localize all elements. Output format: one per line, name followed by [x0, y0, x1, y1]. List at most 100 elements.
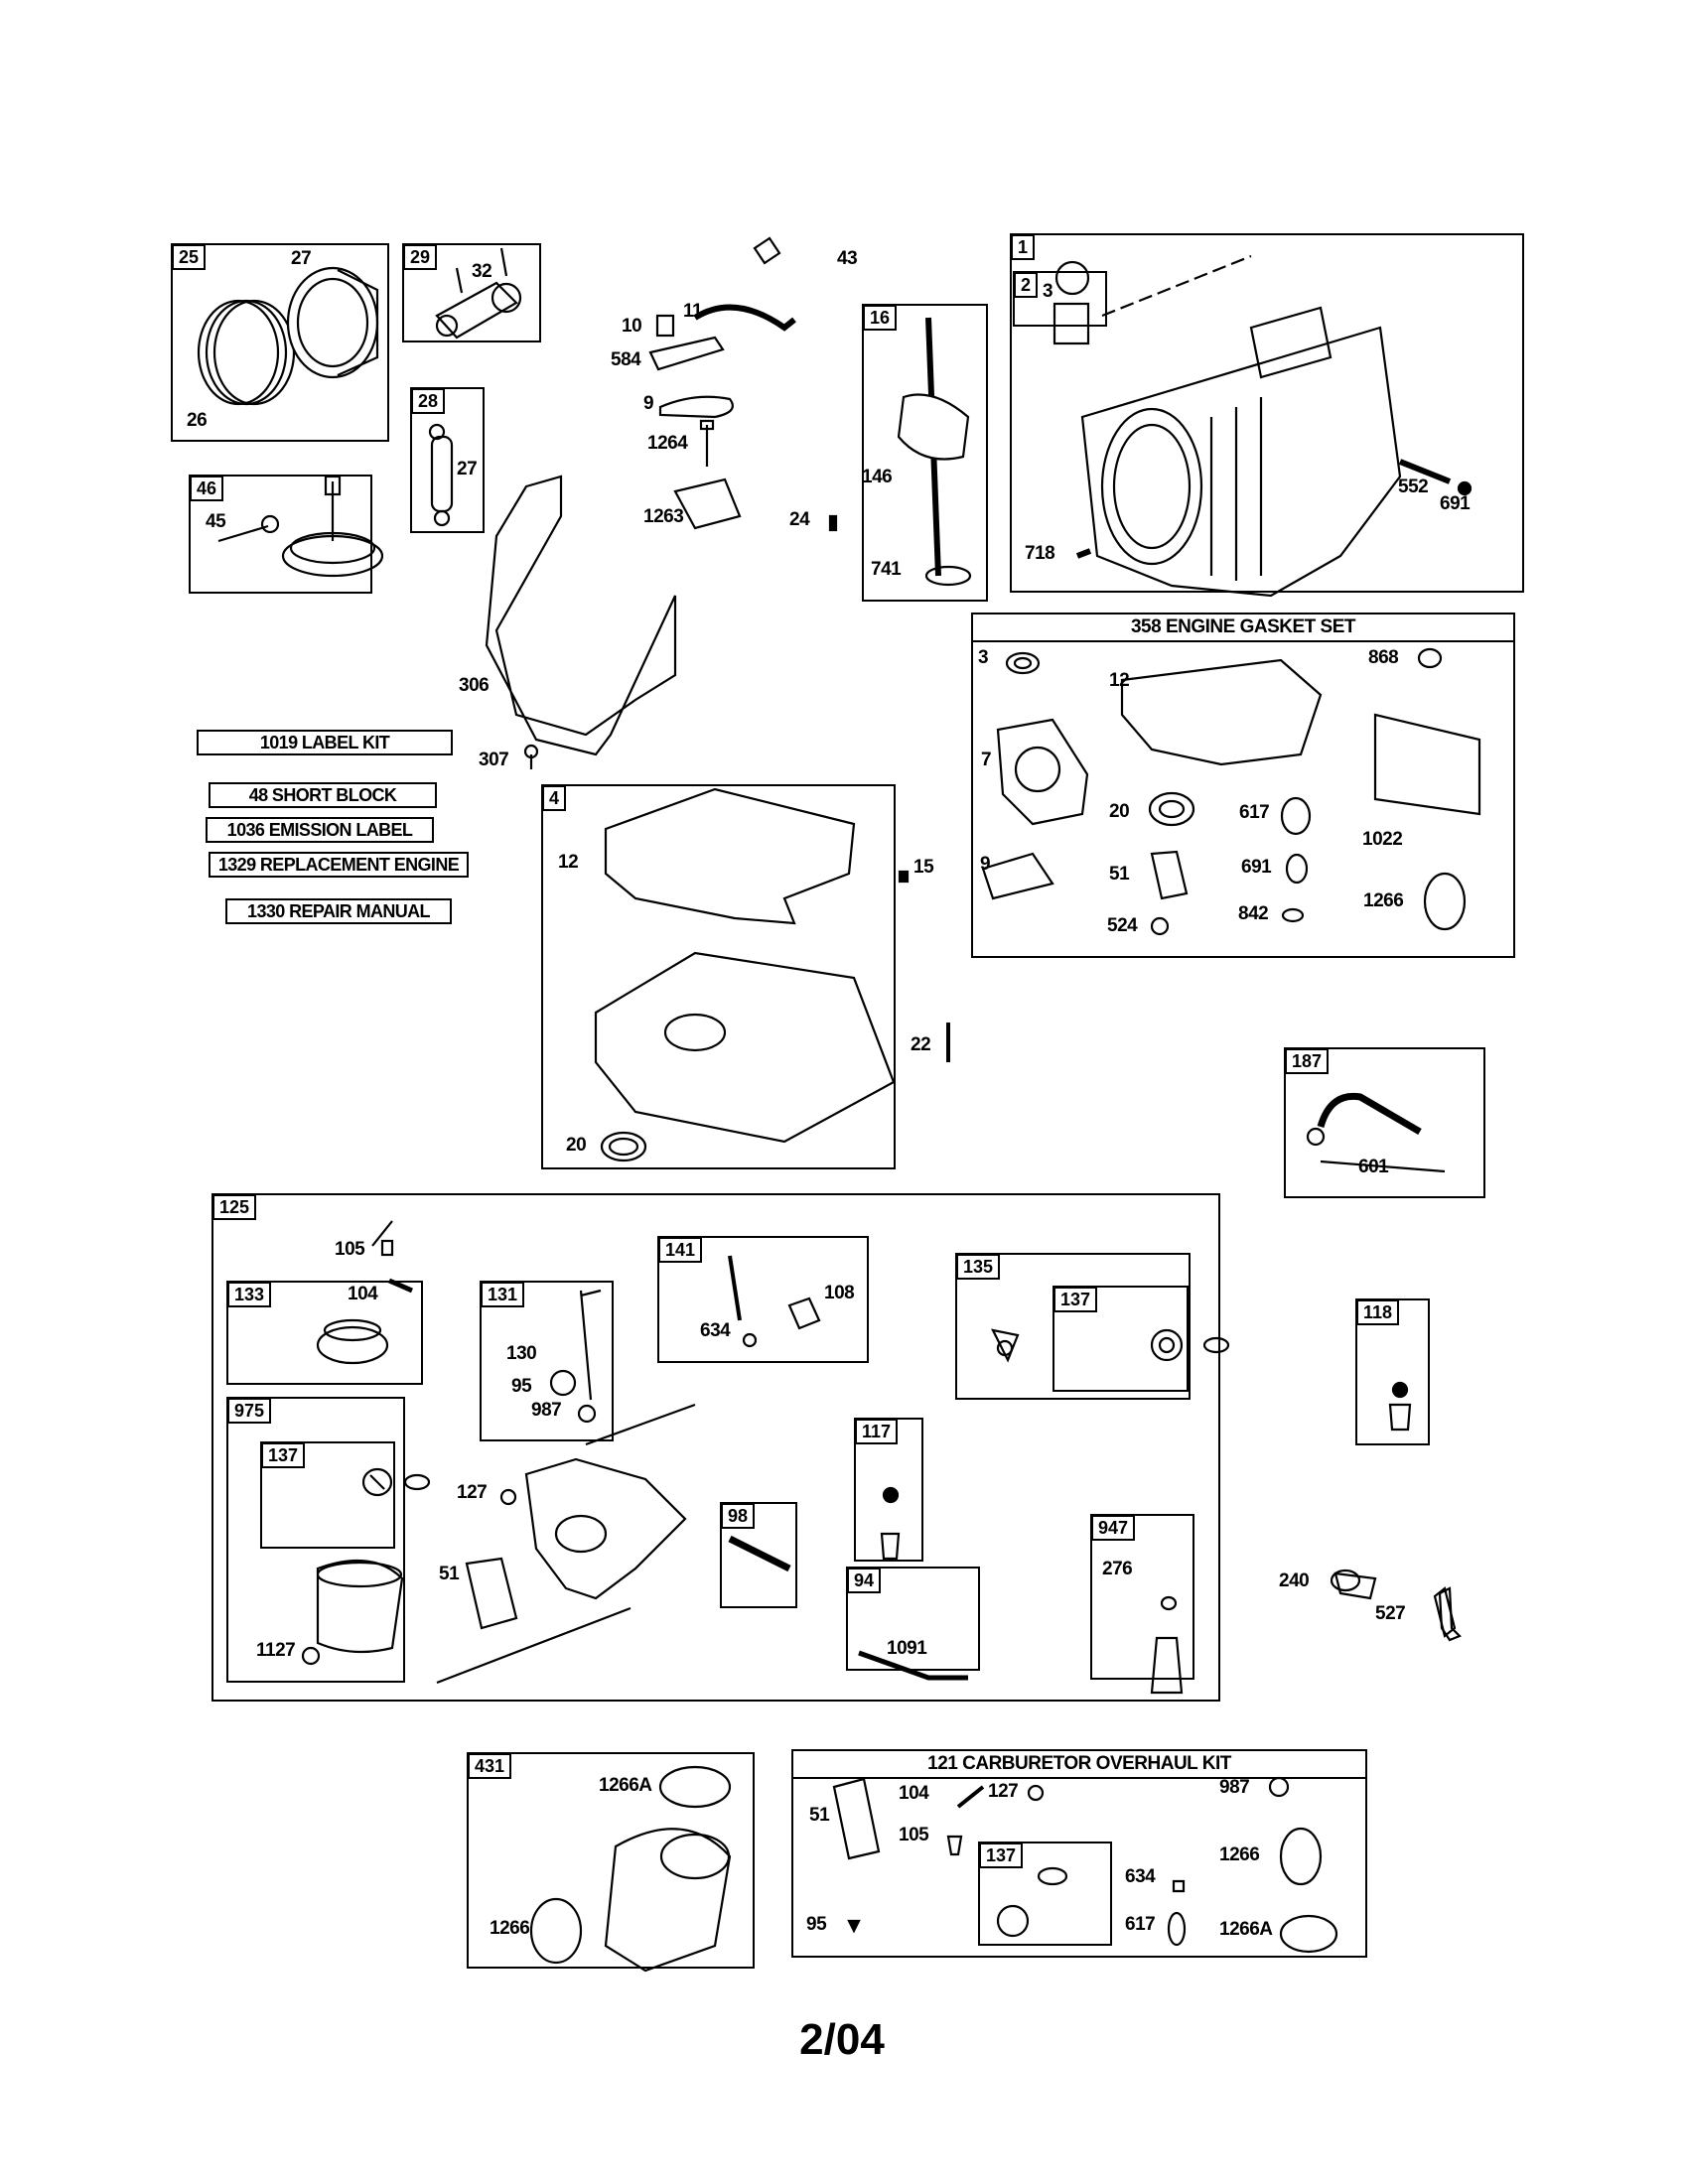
part-label: 105 [335, 1239, 365, 1260]
part-label: 634 [1125, 1866, 1156, 1887]
part-label: 127 [457, 1482, 488, 1503]
part-label: 691 [1241, 857, 1272, 878]
part-label: 1266 [1363, 890, 1404, 911]
part-label: 987 [531, 1400, 562, 1421]
box-tag: 947 [1091, 1515, 1136, 1541]
box-tag: 975 [227, 1398, 272, 1424]
box-tag: 135 [956, 1254, 1001, 1280]
part-label: 127 [988, 1781, 1019, 1802]
part-label: 634 [700, 1320, 731, 1341]
part-label: 718 [1025, 543, 1055, 564]
part-label: 45 [206, 511, 226, 532]
part-label: 306 [459, 675, 490, 696]
base-shroud-icon [485, 475, 677, 769]
box-117: 117 [854, 1418, 923, 1562]
gasket-set-icons [981, 647, 1481, 936]
part-label: 1022 [1362, 829, 1403, 850]
part-label: 842 [1238, 903, 1269, 924]
kit-repair-manual: 1330 REPAIR MANUAL [225, 898, 452, 924]
part-label: 552 [1398, 477, 1429, 497]
part-label: 146 [862, 467, 893, 487]
part-label: 27 [291, 248, 312, 269]
part-label: 987 [1219, 1777, 1250, 1798]
intake-manifold-icon [529, 1765, 732, 1973]
part-label: 22 [911, 1034, 931, 1055]
box-131: 131 [480, 1281, 614, 1441]
box-947: 947 [1090, 1514, 1194, 1680]
part-label: 3 [978, 647, 989, 668]
part-label: 584 [611, 349, 641, 370]
box-187: 187 [1284, 1047, 1485, 1198]
box-137-b: 137 [1052, 1286, 1189, 1392]
misc-parts-icon [1330, 1569, 1462, 1642]
box-94: 94 [846, 1567, 980, 1671]
box-25: 25 [171, 243, 389, 442]
part-label: 130 [506, 1343, 537, 1364]
part-label: 105 [899, 1825, 929, 1845]
box-431: 431 [467, 1752, 755, 1969]
part-label: 12 [558, 852, 579, 873]
part-label: 1263 [643, 506, 684, 527]
part-label: 15 [913, 857, 934, 878]
box-975: 975 [226, 1397, 405, 1683]
part-label: 1127 [256, 1640, 296, 1661]
part-label: 104 [899, 1783, 929, 1804]
part-label: 1266 [490, 1918, 530, 1939]
part-label: 43 [837, 248, 858, 269]
part-label: 24 [789, 509, 810, 530]
part-label: 12 [1109, 670, 1130, 691]
box-1: 1 [1010, 233, 1524, 593]
part-label: 1264 [647, 433, 688, 454]
box-29: 29 [402, 243, 541, 342]
box-2: 2 [1013, 271, 1107, 327]
box-tag: 131 [481, 1282, 525, 1307]
part-label: 20 [1109, 801, 1130, 822]
part-label: 601 [1358, 1157, 1389, 1177]
part-label: 7 [981, 750, 992, 770]
part-label: 51 [439, 1564, 460, 1584]
crankshaft-icon [897, 317, 972, 587]
box-125: 125 [211, 1193, 1220, 1702]
box-tag: 4 [542, 785, 567, 811]
gasket-set-title: 358 ENGINE GASKET SET [973, 614, 1513, 642]
box-tag: 117 [855, 1419, 899, 1444]
part-label: 868 [1368, 647, 1399, 668]
box-tag: 2 [1014, 272, 1039, 298]
box-tag: 16 [863, 305, 898, 331]
part-label: 20 [566, 1135, 587, 1156]
box-46: 46 [189, 475, 372, 594]
box-tag: 137 [1053, 1287, 1098, 1312]
part-label: 104 [348, 1284, 378, 1304]
box-121-carb-kit: 121 CARBURETOR OVERHAUL KIT [791, 1749, 1367, 1958]
part-label: 51 [809, 1805, 830, 1826]
box-141: 141 [657, 1236, 869, 1363]
box-358-gasket-set: 358 ENGINE GASKET SET [971, 613, 1515, 958]
box-tag: 25 [172, 244, 207, 270]
part-label: 691 [1440, 493, 1471, 514]
box-tag: 28 [411, 388, 446, 414]
kit-replacement-engine: 1329 REPLACEMENT ENGINE [209, 852, 469, 878]
piston-rings-icon [197, 266, 379, 406]
box-tag: 137 [979, 1843, 1024, 1868]
part-label: 240 [1279, 1570, 1310, 1591]
box-133: 133 [226, 1281, 423, 1385]
governor-gear-icon [217, 475, 384, 578]
box-16: 16 [862, 304, 988, 602]
fuel-line-icon [1306, 1092, 1446, 1173]
box-tag: 141 [658, 1237, 703, 1263]
kit-emission-label: 1036 EMISSION LABEL [206, 817, 434, 843]
box-tag: 133 [227, 1282, 272, 1307]
part-label: 307 [479, 750, 509, 770]
page-number: 2/04 [799, 2015, 885, 2064]
box-tag: 94 [847, 1568, 882, 1593]
part-label: 617 [1125, 1914, 1156, 1935]
part-label: 108 [824, 1283, 855, 1303]
box-137-a: 137 [260, 1441, 395, 1549]
carb-kit-title: 121 CARBURETOR OVERHAUL KIT [793, 1751, 1365, 1779]
part-label: 9 [643, 393, 654, 414]
overhaul-kit-icons [832, 1776, 1338, 1954]
part-label: 95 [511, 1376, 532, 1397]
sump-icon [594, 787, 950, 1162]
